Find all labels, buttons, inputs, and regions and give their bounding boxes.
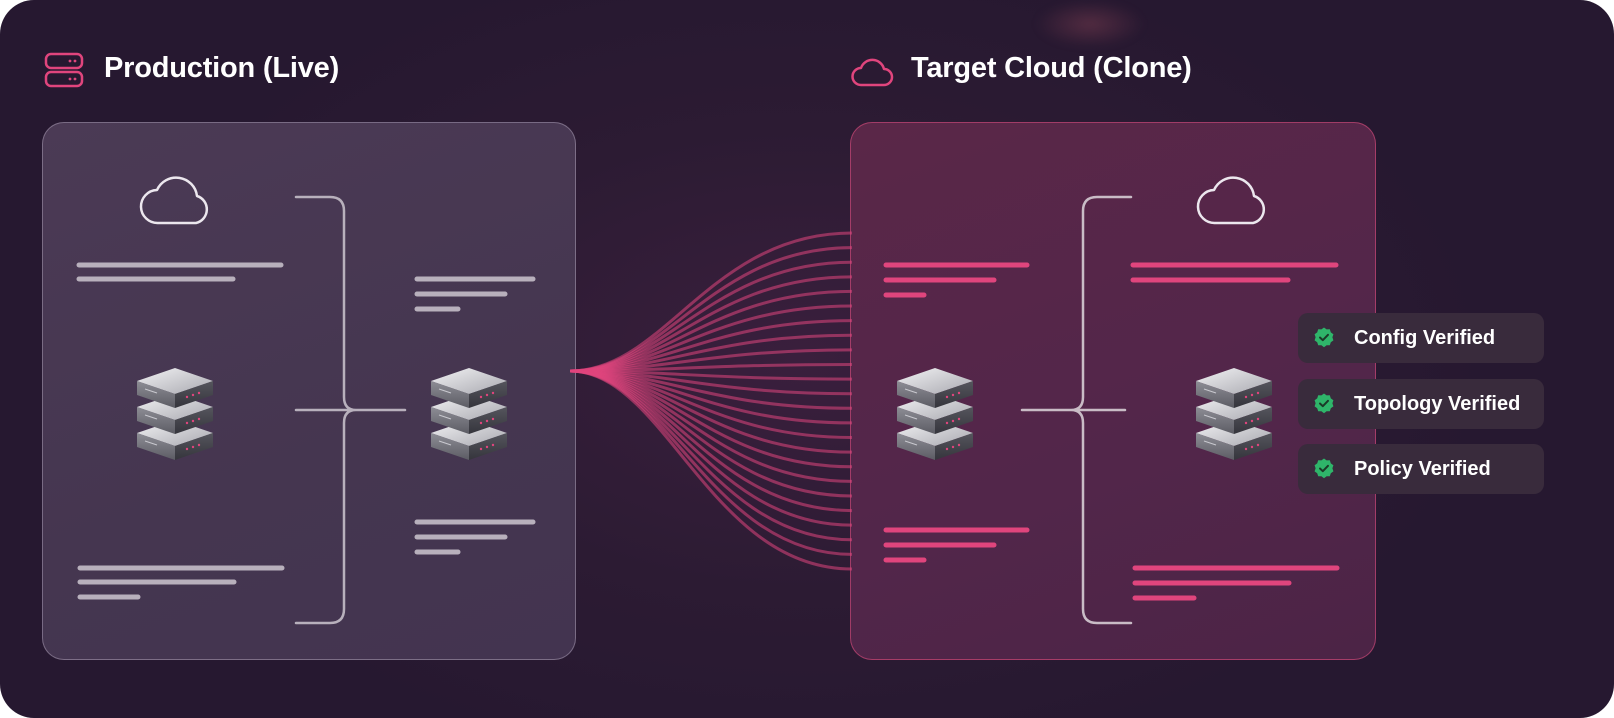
topology-verified-badge: Topology Verified xyxy=(1298,379,1544,429)
check-badge-icon xyxy=(1314,327,1334,348)
topology-bracket xyxy=(1020,195,1133,625)
badge-label: Topology Verified xyxy=(1354,392,1521,415)
placeholder-text-lines xyxy=(76,262,536,600)
server-stack-icon xyxy=(44,52,84,88)
target-cloud-title: Target Cloud (Clone) xyxy=(911,52,1192,84)
server-icon xyxy=(897,368,973,460)
placeholder-text-lines xyxy=(883,262,1340,601)
badge-label: Policy Verified xyxy=(1354,457,1491,480)
topology-bracket xyxy=(294,195,407,625)
cloud-icon xyxy=(139,176,209,225)
production-title: Production (Live) xyxy=(104,52,340,84)
cloud-outline-icon xyxy=(851,58,894,87)
server-icon xyxy=(431,368,507,460)
replication-link xyxy=(570,369,853,571)
top-glow xyxy=(1035,0,1145,48)
check-badge-icon xyxy=(1314,458,1334,479)
cloud-icon xyxy=(1196,176,1266,225)
config-verified-badge: Config Verified xyxy=(1298,313,1544,363)
policy-verified-badge: Policy Verified xyxy=(1298,444,1544,494)
replication-links xyxy=(570,231,853,571)
server-icon xyxy=(1196,368,1272,460)
badge-label: Config Verified xyxy=(1354,326,1496,349)
check-badge-icon xyxy=(1314,393,1334,414)
server-icon xyxy=(137,368,213,460)
